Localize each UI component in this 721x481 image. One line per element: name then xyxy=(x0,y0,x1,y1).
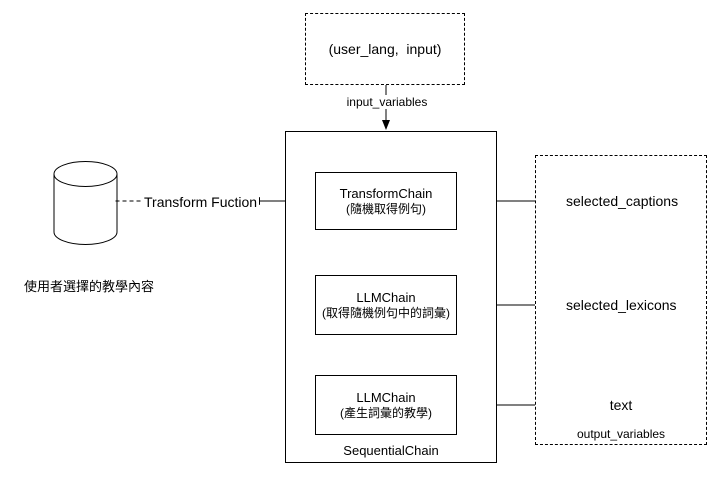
sequentialchain-label: SequentialChain xyxy=(343,443,439,458)
node-transformchain-title: TransformChain xyxy=(339,185,433,201)
input-tuple-label: (user_lang, input) xyxy=(328,41,442,57)
node-llmchain-lexicons-subtitle: (取得隨機例句中的詞彙) xyxy=(322,305,450,320)
output-variables-box xyxy=(535,155,707,445)
output-selected-captions-label: selected_captions xyxy=(566,193,679,209)
node-llmchain-teaching-subtitle: (產生詞彙的教學) xyxy=(340,405,432,420)
node-transformchain: TransformChain (隨機取得例句) xyxy=(315,172,457,230)
output-text-label: text xyxy=(609,397,633,413)
node-llmchain-teaching-title: LLMChain xyxy=(356,389,416,405)
node-llmchain-lexicons: LLMChain (取得隨機例句中的詞彙) xyxy=(315,275,457,335)
node-llmchain-lexicons-title: LLMChain xyxy=(356,289,416,305)
datastore-cylinder-icon xyxy=(53,161,118,245)
node-llmchain-teaching: LLMChain (產生詞彙的教學) xyxy=(315,375,457,435)
edge-label-input-variables: input_variables xyxy=(343,95,431,109)
output-selected-lexicons-label: selected_lexicons xyxy=(566,297,677,313)
output-variables-label: output_variables xyxy=(576,427,666,441)
input-tuple-node: (user_lang, input) xyxy=(305,13,465,85)
datastore-caption: 使用者選擇的教學內容 xyxy=(24,279,155,294)
transform-function-label: Transform Fuction xyxy=(142,194,260,210)
node-transformchain-subtitle: (隨機取得例句) xyxy=(346,201,426,216)
